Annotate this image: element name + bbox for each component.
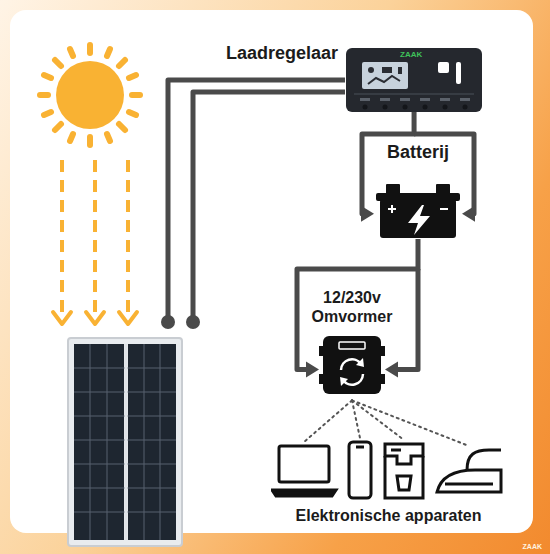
iron-icon	[437, 450, 501, 492]
solar-panel	[68, 338, 182, 546]
phone-icon	[349, 442, 371, 498]
brand-logo: ZAAK	[400, 50, 422, 59]
arrow-head	[462, 206, 475, 222]
watermark: ZAAK	[523, 543, 542, 550]
sun-icon	[40, 45, 140, 145]
battery-symbol	[374, 183, 462, 239]
connector-line	[395, 269, 418, 369]
node-heading: Laadregelaar	[226, 43, 338, 64]
connector	[304, 400, 469, 446]
device-icons	[271, 440, 506, 502]
inverter-node: 12/230v Omvormer	[304, 288, 400, 396]
devices-node: Elektronische apparaten	[271, 440, 506, 525]
wire-terminals	[161, 315, 200, 329]
coffee-machine-icon	[385, 444, 423, 498]
panel-wires	[168, 80, 345, 322]
dotted-link	[352, 400, 404, 440]
controller-node: Laadregelaar ZAAK	[226, 40, 482, 112]
node-caption: Elektronische apparaten	[296, 507, 482, 525]
charge-controller: ZAAK	[346, 48, 482, 112]
arrow-head	[385, 361, 398, 377]
arrow-head	[361, 206, 374, 222]
dotted-link	[352, 400, 469, 446]
dotted-link	[304, 400, 352, 442]
node-heading: Batterij	[387, 142, 449, 163]
laptop-icon	[272, 446, 336, 496]
sunlight-arrows	[53, 160, 137, 324]
arrow-head	[306, 361, 319, 377]
node-heading: 12/230v Omvormer	[304, 288, 400, 326]
connector-line	[297, 239, 418, 369]
battery-node: Batterij	[374, 142, 462, 239]
inverter-symbol	[319, 334, 385, 396]
